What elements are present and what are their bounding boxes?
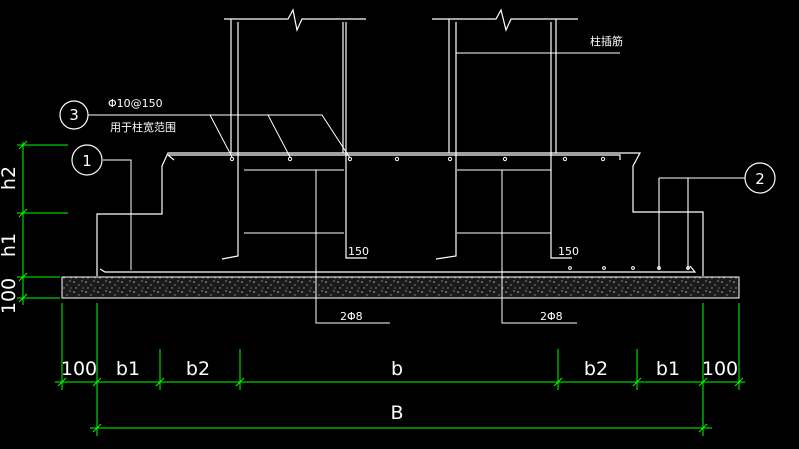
column-dowel-label: 柱插筋 xyxy=(590,34,623,48)
hook-length-left: 150 xyxy=(348,245,369,258)
right-step-rebar xyxy=(658,177,745,270)
dim-b1-left: b1 xyxy=(116,358,140,380)
foundation-outline xyxy=(96,152,704,276)
stirrup-right-label: 2Φ8 xyxy=(540,310,563,323)
left-column-dowels xyxy=(221,22,367,260)
dim-left-100: 100 xyxy=(61,358,97,380)
marker-1-label: 1 xyxy=(82,152,92,170)
dim-b: b xyxy=(391,358,403,380)
rebar-spec-text: Φ10@150 xyxy=(108,97,163,110)
top-rebar-dots xyxy=(229,156,606,162)
stirrup-left-label: 2Φ8 xyxy=(340,310,363,323)
dim-b2-right: b2 xyxy=(584,358,608,380)
top-rebar xyxy=(168,154,621,160)
concrete-pad xyxy=(61,276,740,299)
hook-length-right: 150 xyxy=(558,245,579,258)
column-width-note: 用于柱宽范围 xyxy=(110,120,176,134)
stirrup-frames xyxy=(244,169,551,234)
left-column xyxy=(224,8,366,153)
right-column-dowels xyxy=(435,22,572,260)
vertical-dimension-lines xyxy=(17,140,68,305)
leader-lines xyxy=(88,52,620,324)
dim-pad-100: 100 xyxy=(0,278,20,314)
bottom-rebar xyxy=(99,265,697,273)
marker-3-circle xyxy=(59,100,89,130)
dim-h2: h2 xyxy=(0,166,20,190)
marker-2-label: 2 xyxy=(755,170,765,188)
bottom-rebar-dots xyxy=(568,266,690,270)
marker-3-label: 3 xyxy=(69,106,79,124)
top-rebar-hook-left xyxy=(167,154,175,161)
dim-b1-right: b1 xyxy=(656,358,680,380)
dim-right-100: 100 xyxy=(702,358,738,380)
right-column xyxy=(432,8,578,153)
dim-b2-left: b2 xyxy=(186,358,210,380)
dim-total-B: B xyxy=(390,402,403,424)
horizontal-dimension-lines xyxy=(55,303,745,436)
marker-1-circle xyxy=(71,144,103,176)
marker-2-circle xyxy=(744,162,776,194)
dim-h1: h1 xyxy=(0,233,20,257)
